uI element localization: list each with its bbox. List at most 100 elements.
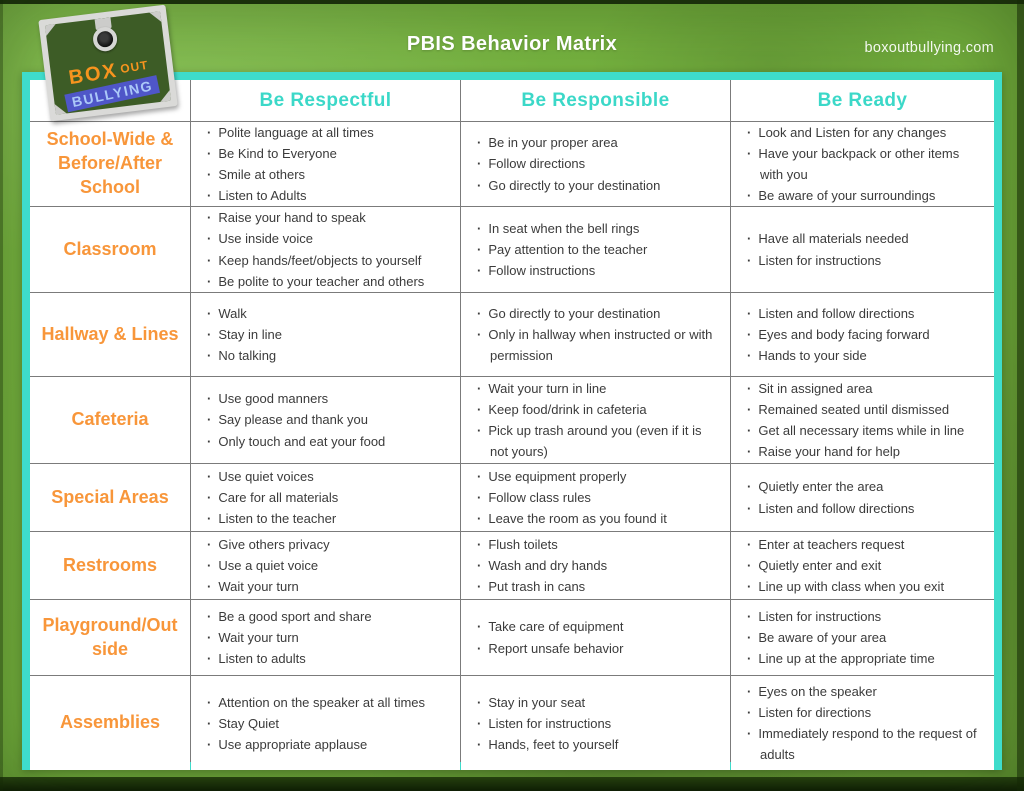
bullet-item: Stay Quiet [207,713,450,734]
bottom-edge-strip [0,777,1024,791]
column-header-be-respectful: Be Respectful [191,80,460,121]
bullet-item: Care for all materials [207,487,450,508]
bullet-item: Use a quiet voice [207,555,450,576]
row-header-restrooms: Restrooms [30,532,190,599]
bullet-item: Only in hallway when instructed or with … [477,324,720,366]
row-header-classroom: Classroom [30,207,190,292]
cell-restrooms-ready: Enter at teachers requestQuietly enter a… [731,532,994,599]
bullet-item: Put trash in cans [477,576,720,597]
cell-classroom-responsible: In seat when the bell ringsPay attention… [461,207,730,292]
bullet-item: Give others privacy [207,534,450,555]
behavior-matrix-table: Be Respectful Be Responsible Be Ready Sc… [22,72,1002,771]
chest-corner-icon [148,11,172,23]
bullet-item: Use inside voice [207,228,450,249]
bullet-item: Flush toilets [477,534,720,555]
bullet-item: Be Kind to Everyone [207,143,450,164]
box-out-bullying-logo: BOXOUT BULLYING [38,4,178,122]
bullet-item: Only touch and eat your food [207,431,450,452]
bullet-item: Eyes and body facing forward [747,324,984,345]
logo-word-out: OUT [119,57,150,77]
row-header-school-wide: School-Wide & Before/After School [30,122,190,206]
bullet-item: Be a good sport and share [207,606,450,627]
bullet-item: Immediately respond to the request of ad… [747,723,984,765]
row-header-cafeteria: Cafeteria [30,377,190,463]
cell-classroom-ready: Have all materials neededListen for inst… [731,207,994,292]
bullet-item: Say please and thank you [207,409,450,430]
column-header-be-responsible: Be Responsible [461,80,730,121]
right-edge-strip [1017,0,1024,791]
bullet-item: Use good manners [207,388,450,409]
row-header-hallway-lines: Hallway & Lines [30,293,190,376]
bullet-item: Wait your turn in line [477,378,720,399]
bullet-item: Enter at teachers request [747,534,984,555]
bullet-item: Wash and dry hands [477,555,720,576]
cell-assemblies-responsible: Stay in your seatListen for instructions… [461,676,730,771]
bullet-item: Have your backpack or other items with y… [747,143,984,185]
cell-special-areas-respectful: Use quiet voicesCare for all materialsLi… [191,464,460,531]
bullet-item: Stay in line [207,324,450,345]
cell-hallway-responsible: Go directly to your destinationOnly in h… [461,293,730,376]
row-header-assemblies: Assemblies [30,676,190,771]
bullet-item: Go directly to your destination [477,175,720,196]
bullet-item: Hands to your side [747,345,984,366]
bullet-item: Hands, feet to yourself [477,734,720,755]
bullet-item: Use equipment properly [477,466,720,487]
bullet-item: Be polite to your teacher and others [207,271,450,292]
bullet-item: Remained seated until dismissed [747,399,984,420]
bullet-item: Raise your hand for help [747,441,984,462]
cell-restrooms-responsible: Flush toiletsWash and dry handsPut trash… [461,532,730,599]
matrix-grid: Be Respectful Be Responsible Be Ready Sc… [30,80,994,771]
cell-hallway-respectful: WalkStay in lineNo talking [191,293,460,376]
top-edge-strip [0,0,1024,4]
cell-cafeteria-responsible: Wait your turn in lineKeep food/drink in… [461,377,730,463]
bullet-item: Be in your proper area [477,132,720,153]
bullet-item: Listen to the teacher [207,508,450,529]
bullet-item: Quietly enter the area [747,476,984,497]
bullet-item: Listen and follow directions [747,303,984,324]
bullet-item: Line up with class when you exit [747,576,984,597]
cell-cafeteria-respectful: Use good mannersSay please and thank you… [191,377,460,463]
cell-playground-respectful: Be a good sport and shareWait your turnL… [191,600,460,675]
chest-corner-icon [44,11,57,38]
cell-playground-responsible: Take care of equipmentReport unsafe beha… [461,600,730,675]
bullet-item: Report unsafe behavior [477,638,720,659]
bullet-item: Look and Listen for any changes [747,122,984,143]
cell-classroom-respectful: Raise your hand to speakUse inside voice… [191,207,460,292]
bullet-item: Go directly to your destination [477,303,720,324]
cell-school-wide-responsible: Be in your proper areaFollow directionsG… [461,122,730,206]
bullet-item: Wait your turn [207,627,450,648]
bullet-item: Walk [207,303,450,324]
left-edge-strip [0,0,3,791]
bullet-item: Be aware of your surroundings [747,185,984,206]
column-header-be-ready: Be Ready [731,80,994,121]
bullet-item: Stay in your seat [477,692,720,713]
chest-lock-icon [91,25,119,53]
bullet-item: Listen for instructions [747,606,984,627]
row-header-playground: Playground/Outside [30,600,190,675]
cell-school-wide-respectful: Polite language at all timesBe Kind to E… [191,122,460,206]
bullet-item: Use quiet voices [207,466,450,487]
page-title: PBIS Behavior Matrix [406,33,618,55]
bullet-item: Raise your hand to speak [207,207,450,228]
bullet-item: Follow directions [477,153,720,174]
bullet-item: Smile at others [207,164,450,185]
bullet-item: Get all necessary items while in line [747,420,984,441]
bullet-item: Listen for instructions [747,250,984,271]
bullet-item: Keep food/drink in cafeteria [477,399,720,420]
bullet-item: Sit in assigned area [747,378,984,399]
cell-assemblies-respectful: Attention on the speaker at all timesSta… [191,676,460,771]
cell-special-areas-ready: Quietly enter the areaListen and follow … [731,464,994,531]
bullet-item: Quietly enter and exit [747,555,984,576]
bullet-item: In seat when the bell rings [477,218,720,239]
bullet-item: Listen to Adults [207,185,450,206]
bullet-item: Pay attention to the teacher [477,239,720,260]
bullet-item: Listen for directions [747,702,984,723]
cell-playground-ready: Listen for instructionsBe aware of your … [731,600,994,675]
logo-chest: BOXOUT BULLYING [44,11,172,115]
bullet-item: No talking [207,345,450,366]
bullet-item: Keep hands/feet/objects to yourself [207,250,450,271]
row-header-special-areas: Special Areas [30,464,190,531]
website-url: boxoutbullying.com [864,40,994,56]
bullet-item: Have all materials needed [747,228,984,249]
